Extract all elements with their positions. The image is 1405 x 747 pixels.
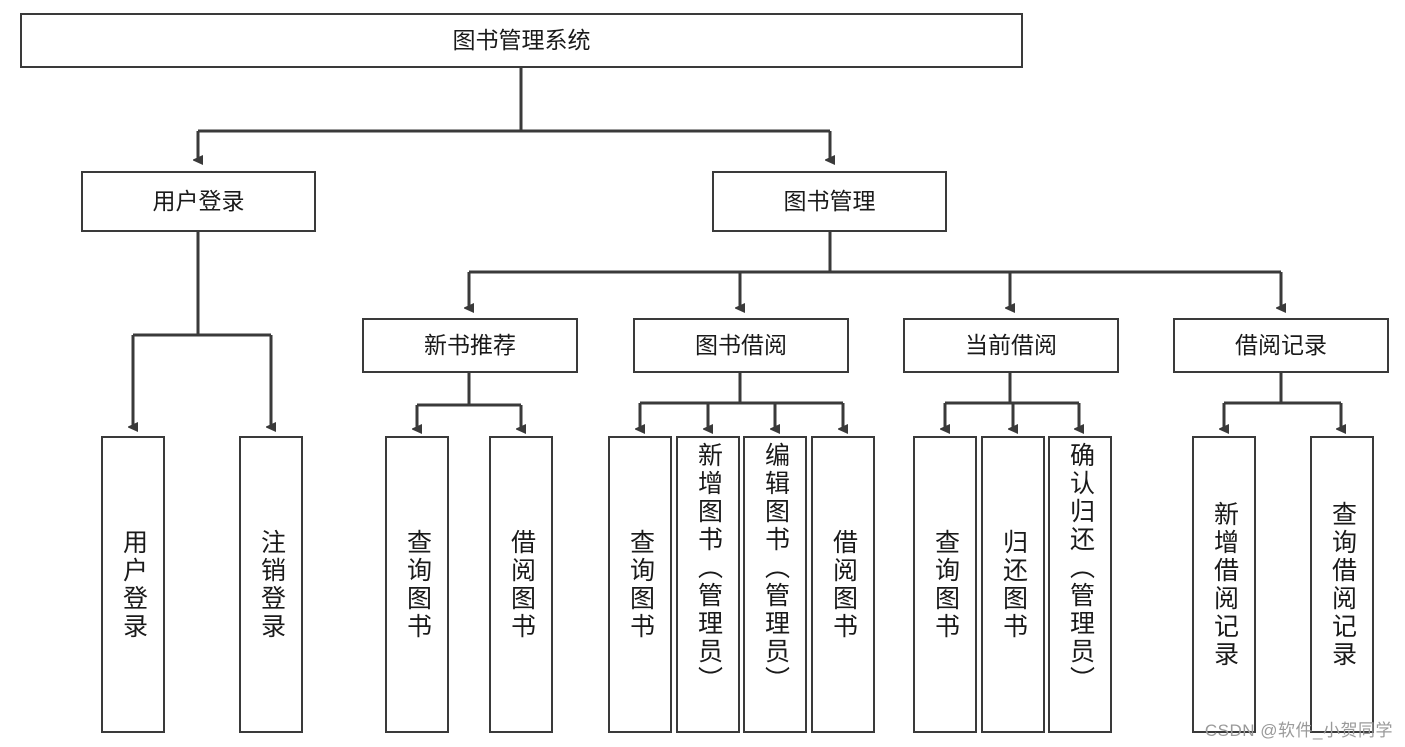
node-label: 注销登录 bbox=[257, 528, 286, 641]
leaf-book-borrow-query[interactable]: 查询图书 bbox=[608, 436, 672, 733]
node-current-borrow[interactable]: 当前借阅 bbox=[903, 318, 1119, 373]
watermark-text: CSDN @软件_小贺同学 bbox=[1204, 721, 1393, 740]
leaf-borrow-record-query[interactable]: 查询借阅记录 bbox=[1310, 436, 1374, 733]
node-label: 查询图书 bbox=[403, 528, 432, 641]
node-label: 新增借阅记录 bbox=[1210, 500, 1239, 669]
leaf-borrow-record-add[interactable]: 新增借阅记录 bbox=[1192, 436, 1256, 733]
node-label: 编辑图书（管理员） bbox=[761, 442, 790, 694]
node-label: 借阅记录 bbox=[1235, 331, 1327, 358]
node-label: 新增图书（管理员） bbox=[694, 442, 723, 694]
leaf-current-borrow-return[interactable]: 归还图书 bbox=[981, 436, 1045, 733]
leaf-user-login-logout[interactable]: 注销登录 bbox=[239, 436, 303, 733]
node-label: 图书借阅 bbox=[695, 331, 787, 358]
node-label: 借阅图书 bbox=[829, 528, 858, 641]
node-label: 借阅图书 bbox=[507, 528, 536, 641]
node-label: 当前借阅 bbox=[965, 331, 1057, 358]
leaf-new-book-borrow[interactable]: 借阅图书 bbox=[489, 436, 553, 733]
leaf-new-book-query[interactable]: 查询图书 bbox=[385, 436, 449, 733]
node-new-book-recommend[interactable]: 新书推荐 bbox=[362, 318, 578, 373]
leaf-book-borrow-edit[interactable]: 编辑图书（管理员） bbox=[743, 436, 807, 733]
node-label: 新书推荐 bbox=[424, 331, 516, 358]
node-label: 查询借阅记录 bbox=[1328, 500, 1357, 669]
leaf-current-borrow-confirm-return[interactable]: 确认归还（管理员） bbox=[1048, 436, 1112, 733]
leaf-book-borrow-add[interactable]: 新增图书（管理员） bbox=[676, 436, 740, 733]
node-root-system[interactable]: 图书管理系统 bbox=[20, 13, 1023, 68]
node-book-management[interactable]: 图书管理 bbox=[712, 171, 947, 232]
node-label: 用户登录 bbox=[119, 528, 148, 641]
node-book-borrow[interactable]: 图书借阅 bbox=[633, 318, 849, 373]
node-label: 归还图书 bbox=[999, 528, 1028, 641]
node-label: 查询图书 bbox=[931, 528, 960, 641]
leaf-book-borrow-borrow[interactable]: 借阅图书 bbox=[811, 436, 875, 733]
leaf-current-borrow-query[interactable]: 查询图书 bbox=[913, 436, 977, 733]
node-borrow-record[interactable]: 借阅记录 bbox=[1173, 318, 1389, 373]
node-label: 查询图书 bbox=[626, 528, 655, 641]
node-label: 用户登录 bbox=[152, 187, 245, 214]
node-label: 图书管理系统 bbox=[452, 26, 591, 53]
node-label: 图书管理 bbox=[783, 187, 876, 214]
leaf-user-login-login[interactable]: 用户登录 bbox=[101, 436, 165, 733]
node-user-login[interactable]: 用户登录 bbox=[81, 171, 316, 232]
node-label: 确认归还（管理员） bbox=[1066, 442, 1095, 694]
